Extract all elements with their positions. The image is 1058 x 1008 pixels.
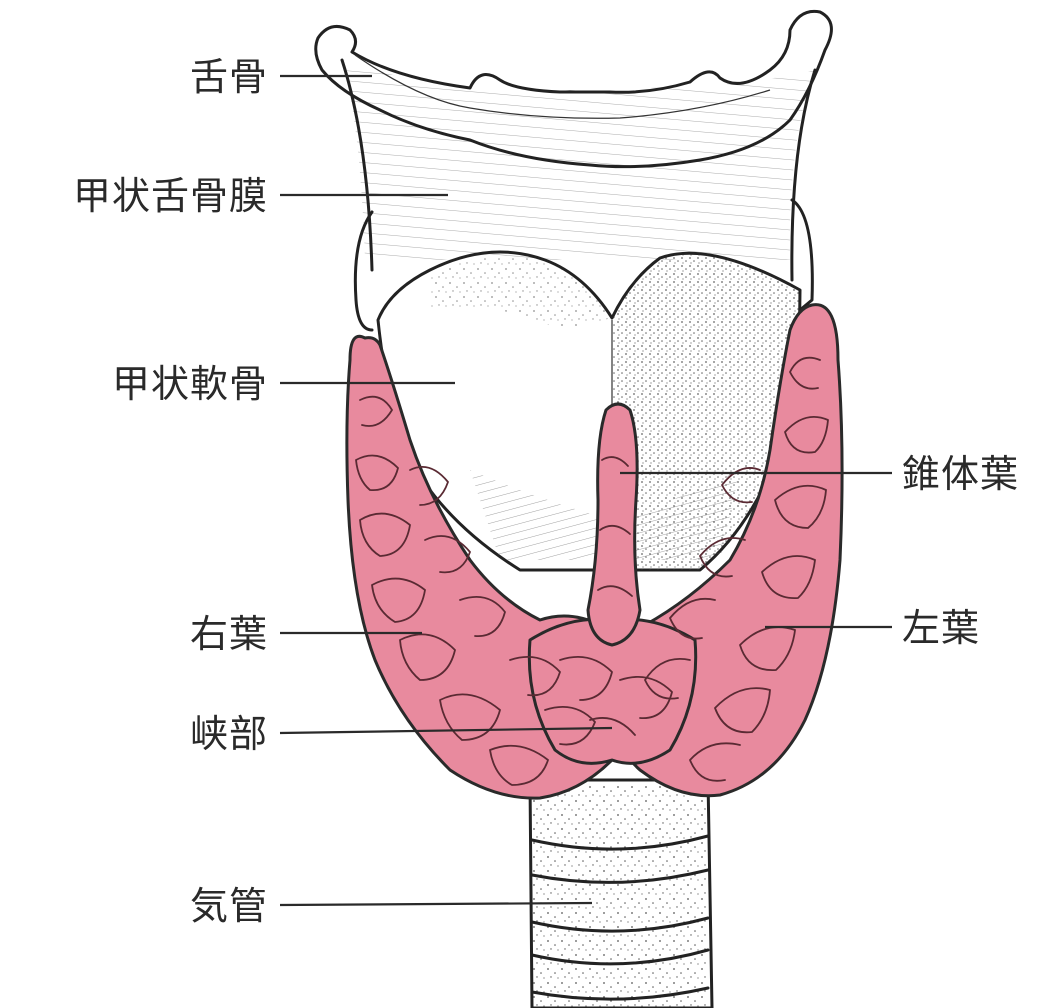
label-thyroid-cartilage: 甲状軟骨 (112, 362, 268, 406)
label-pyramidal-lobe: 錐体葉 (902, 452, 1019, 496)
label-left-lobe: 左葉 (902, 606, 980, 650)
label-isthmus: 峡部 (190, 712, 268, 756)
trachea-shape (530, 780, 712, 1008)
label-right-lobe: 右葉 (190, 612, 268, 656)
label-hyoid: 舌骨 (190, 55, 268, 99)
label-trachea: 気管 (190, 884, 268, 928)
label-thyrohyoid-membrane: 甲状舌骨膜 (73, 174, 268, 218)
